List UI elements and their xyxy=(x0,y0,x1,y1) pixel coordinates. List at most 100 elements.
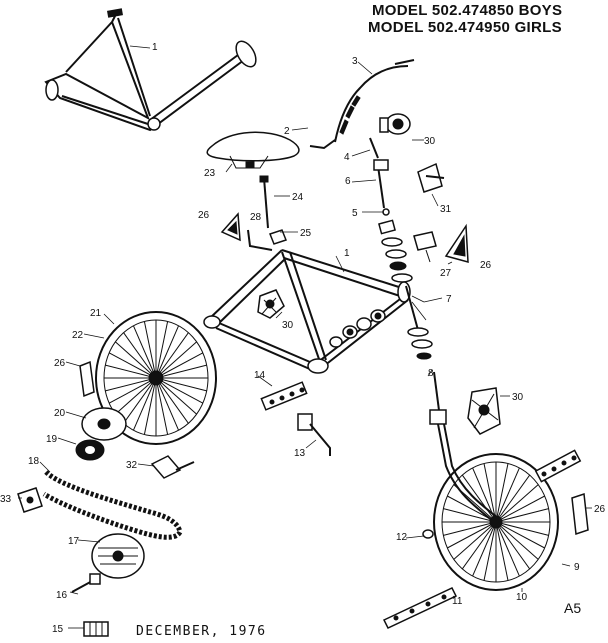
spoke xyxy=(105,364,157,379)
spoke xyxy=(495,463,509,523)
handlebar xyxy=(309,59,415,150)
spoke xyxy=(155,325,180,379)
crank-arm xyxy=(71,573,101,593)
spoke xyxy=(108,352,157,379)
chain xyxy=(42,470,183,540)
spoke xyxy=(495,521,539,560)
model-title-boys: MODEL 502.474850 BOYS xyxy=(372,2,563,19)
front-reflector xyxy=(444,223,469,263)
callout-28: 28 xyxy=(250,212,262,223)
spoke xyxy=(155,377,207,392)
chainring xyxy=(91,533,145,579)
brake-lever xyxy=(417,162,445,193)
callout-5: 5 xyxy=(352,208,358,219)
coaster-hub-disc xyxy=(81,407,127,441)
stem xyxy=(369,137,390,216)
callout-17: 17 xyxy=(68,536,80,547)
spoke xyxy=(123,377,157,424)
spoke xyxy=(155,377,189,424)
wheel-reflector xyxy=(571,492,589,536)
callout-12: 12 xyxy=(396,532,408,543)
spoke xyxy=(495,521,549,536)
boys-frame xyxy=(203,249,411,374)
cable-clip xyxy=(413,231,437,263)
callout-24: 24 xyxy=(292,192,304,203)
spoke xyxy=(461,474,497,523)
callout-22: 22 xyxy=(72,330,84,341)
spoke xyxy=(114,341,157,379)
seat xyxy=(206,131,300,169)
spoke xyxy=(155,377,180,431)
spoke xyxy=(461,521,497,570)
spoke xyxy=(155,321,169,379)
spoke xyxy=(495,508,549,523)
callout-31: 31 xyxy=(440,204,452,215)
callout-2: 2 xyxy=(284,126,290,137)
callout-14: 14 xyxy=(254,370,266,381)
spoke xyxy=(495,521,545,549)
spoke xyxy=(453,484,497,523)
axle-nut xyxy=(422,529,434,539)
callout-3: 3 xyxy=(352,56,358,67)
callout-10: 10 xyxy=(516,592,528,603)
spoke xyxy=(495,474,531,523)
callout-9: 9 xyxy=(574,562,580,573)
rear-brake-caliper xyxy=(257,289,285,319)
front-wheel xyxy=(433,453,559,591)
spoke xyxy=(155,377,204,404)
callout-26-bottom: 26 xyxy=(594,504,606,515)
callout-15: 15 xyxy=(52,624,64,635)
spoke xyxy=(495,521,509,581)
callout-25: 25 xyxy=(300,228,312,239)
callout-4: 4 xyxy=(344,152,350,163)
reflector-bracket xyxy=(247,229,287,251)
headset-stack xyxy=(378,219,433,360)
spoke xyxy=(114,377,157,415)
spoke xyxy=(495,467,520,523)
spoke xyxy=(155,341,198,379)
girls-frame xyxy=(44,8,257,132)
pedal xyxy=(83,621,109,637)
front-fork xyxy=(429,371,499,523)
bell xyxy=(379,113,411,135)
spoke xyxy=(155,352,204,379)
seat-post xyxy=(259,175,269,229)
model-title-girls: MODEL 502.474950 GIRLS xyxy=(368,19,562,36)
spoke xyxy=(447,495,497,523)
kickstand xyxy=(297,413,331,456)
spoke xyxy=(495,495,545,523)
front-axle xyxy=(382,587,458,629)
spoke xyxy=(132,377,157,431)
spoke xyxy=(105,377,157,392)
spoke xyxy=(108,377,157,404)
callout-21: 21 xyxy=(90,308,102,319)
callout-32: 32 xyxy=(126,460,138,471)
seat-reflector xyxy=(220,212,241,242)
spoke xyxy=(472,467,497,523)
spoke xyxy=(472,521,497,577)
spoke xyxy=(495,521,520,577)
callout-13: 13 xyxy=(294,448,306,459)
callout-26-right: 26 xyxy=(480,260,492,271)
spoke xyxy=(495,521,531,570)
leader-lines xyxy=(18,45,592,629)
spoke xyxy=(132,325,157,379)
front-brake-caliper xyxy=(467,387,501,435)
callout-19: 19 xyxy=(46,434,58,445)
callout-26-left: 26 xyxy=(54,358,66,369)
rear-wheel xyxy=(95,311,217,445)
callout-27: 27 xyxy=(440,268,452,279)
rear-hub-parts xyxy=(260,381,308,411)
spoke xyxy=(483,521,497,581)
spoke xyxy=(483,463,497,523)
spoke xyxy=(155,364,207,379)
drawing-date: DECEMBER, 1976 xyxy=(136,624,267,639)
callout-labels: 1 1 2 3 4 5 6 7 8 9 10 11 12 13 14 15 16… xyxy=(0,42,606,635)
spoke xyxy=(155,377,169,435)
callout-6: 6 xyxy=(345,176,351,187)
callout-26-seat: 26 xyxy=(198,210,210,221)
spoke xyxy=(447,521,497,549)
sheet-number: A5 xyxy=(564,600,582,616)
bottom-bracket-parts xyxy=(329,309,386,348)
